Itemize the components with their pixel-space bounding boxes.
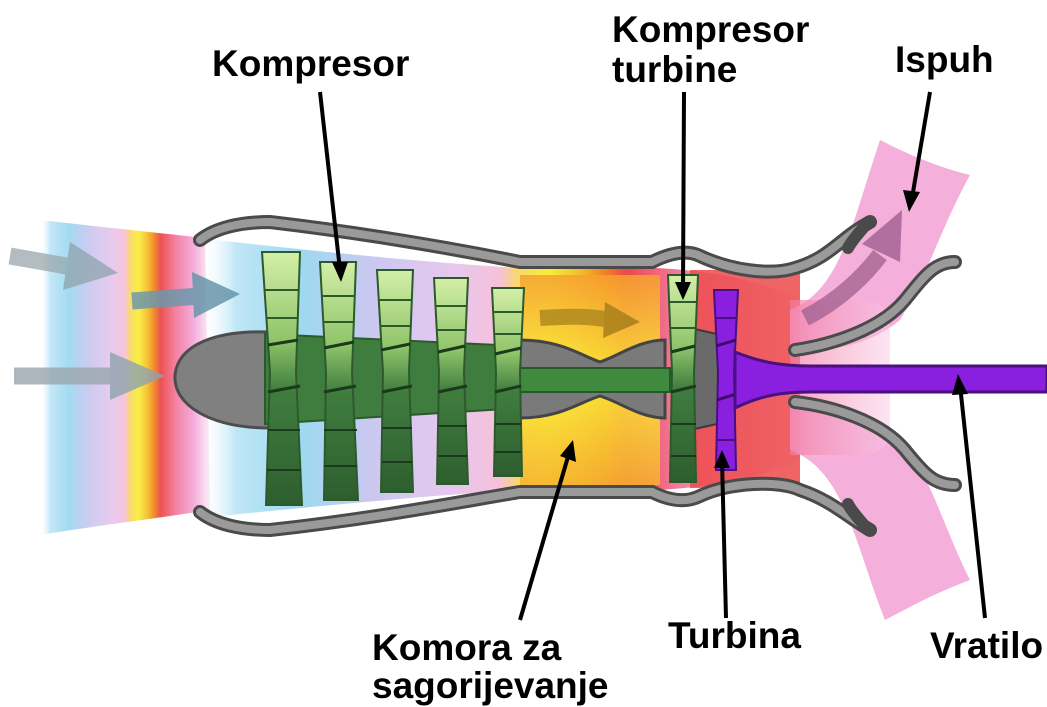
turbine-compressor-stage [668, 275, 698, 482]
label-turbine-compressor-line2: turbine [612, 49, 737, 90]
label-turbine-compressor-line1: Kompresor [612, 9, 809, 50]
callout-compressor [320, 92, 340, 270]
label-exhaust: Ispuh [895, 39, 994, 80]
label-compressor: Kompresor [212, 43, 409, 84]
callout-turbine-compressor [683, 92, 684, 290]
label-shaft: Vratilo [930, 625, 1043, 666]
label-combustion-line2: sagorijevanje [372, 665, 609, 706]
compressor-stage-2 [320, 262, 358, 500]
compressor-stage-3 [377, 270, 413, 492]
label-combustion-line1: Komora za [372, 627, 562, 668]
compressor-stage-5 [492, 288, 524, 476]
core-shaft [520, 368, 670, 392]
callout-shaft [960, 385, 985, 618]
label-turbine: Turbina [668, 615, 801, 656]
compressor-stage-4 [434, 278, 468, 484]
